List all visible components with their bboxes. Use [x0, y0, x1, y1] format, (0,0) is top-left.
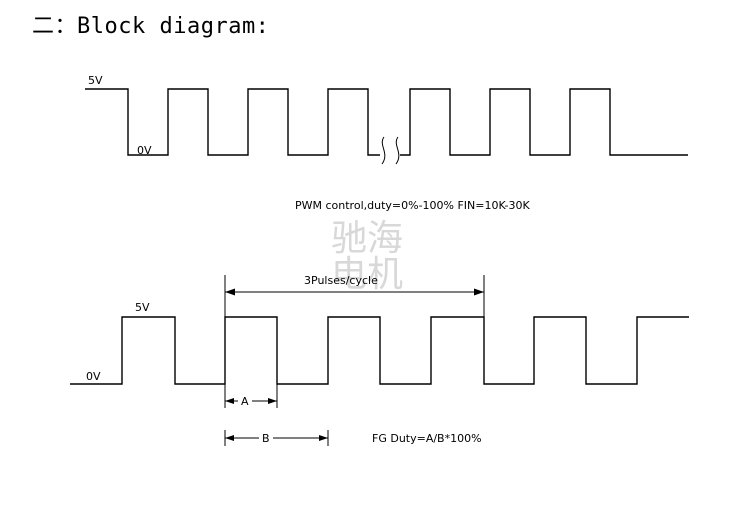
pwm-caption: PWM control,duty=0%-100% FIN=10K-30K — [295, 199, 531, 212]
fg-signal — [70, 316, 689, 385]
pwm-signal-right — [400, 88, 688, 156]
watermark-line1: 驰海 — [331, 218, 403, 259]
b-label-bg — [259, 432, 273, 444]
cycle-label: 3Pulses/cycle — [304, 274, 378, 287]
pwm-low-label: 0V — [137, 144, 152, 157]
cycle-arrow-left — [225, 288, 235, 296]
fg-waveform: 5V 0V 3Pulses/cycle A B FG Duty=A/B*100% — [70, 274, 689, 446]
pwm-signal-left — [85, 88, 380, 156]
pwm-high-label: 5V — [88, 74, 103, 87]
a-arrow-left — [225, 398, 234, 404]
a-arrow-right — [268, 398, 277, 404]
cycle-arrow-right — [474, 288, 484, 296]
pwm-waveform: 5V 0V PWM control,duty=0%-100% FIN=10K-3… — [85, 74, 688, 212]
watermark: 驰海 电机 — [331, 218, 403, 295]
b-label: B — [262, 432, 270, 445]
page-title: 二：Block diagram: — [32, 14, 270, 39]
fg-low-label: 0V — [86, 370, 101, 383]
b-arrow-left — [225, 435, 234, 441]
fg-caption: FG Duty=A/B*100% — [372, 432, 482, 445]
break-symbol — [381, 136, 400, 165]
fg-high-label: 5V — [135, 301, 150, 314]
a-label-bg — [238, 395, 252, 407]
watermark-line2: 电机 — [331, 254, 403, 295]
b-arrow-right — [319, 435, 328, 441]
a-label: A — [241, 395, 249, 408]
